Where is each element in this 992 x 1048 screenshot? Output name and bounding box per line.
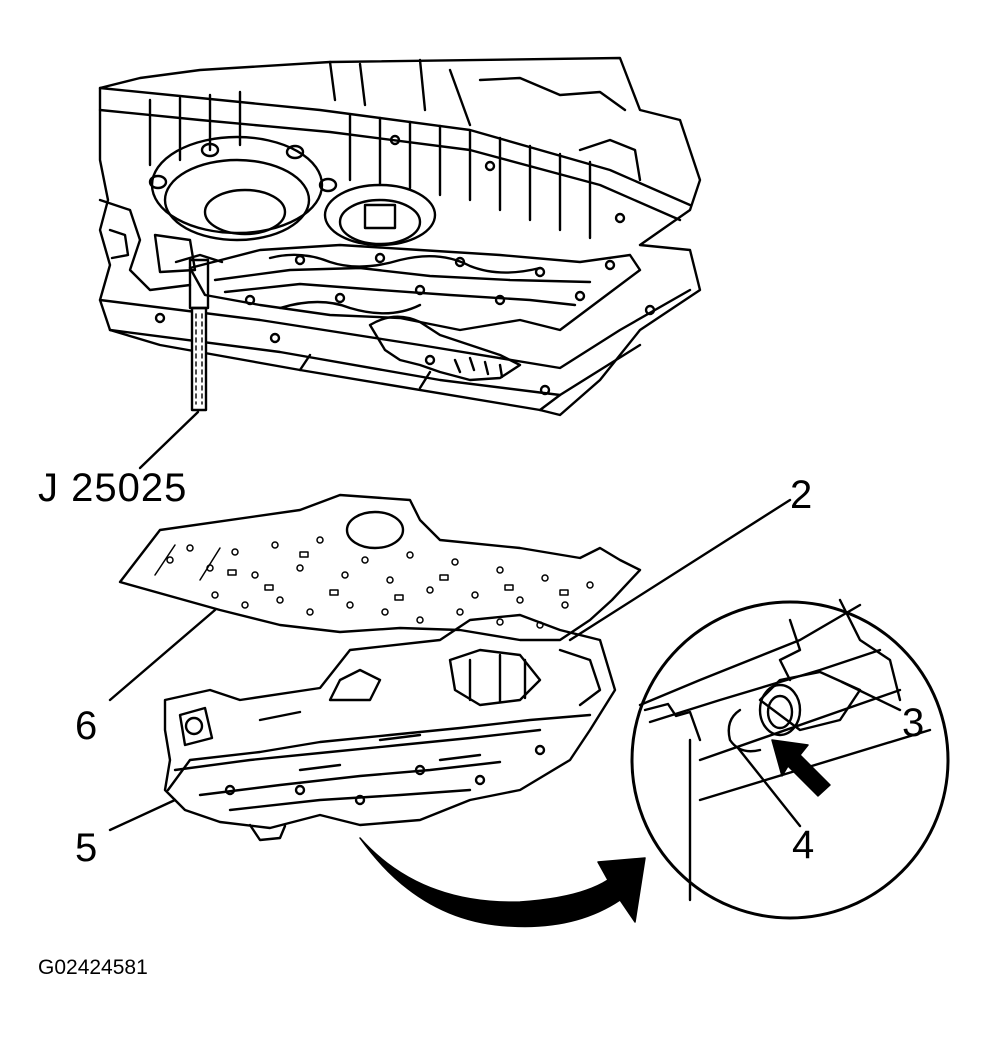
callout-4-leader-line	[736, 746, 802, 828]
callout-6: 6	[75, 704, 98, 748]
figure-id: G02424581	[38, 956, 148, 979]
detail-pointer-arrow	[771, 739, 831, 797]
tool-j25025-guide-pin	[174, 253, 224, 412]
valve-body-leader-line	[108, 798, 177, 832]
spacer-plate	[118, 493, 642, 642]
callout-5: 5	[75, 826, 98, 870]
transmission-case-upper	[98, 56, 702, 417]
callout-2: 2	[790, 473, 813, 517]
tool-leader-line	[138, 410, 200, 470]
spacer-plate-holes	[166, 536, 594, 629]
valve-body-leader-line-2	[568, 498, 792, 642]
detail-magnifier	[630, 598, 950, 920]
callout-3: 3	[902, 701, 925, 745]
callout-3-leader-line	[840, 680, 902, 712]
spacer-plate-leader-line	[108, 608, 217, 702]
valve-body	[163, 613, 617, 842]
tool-label: J 25025	[38, 466, 188, 510]
detail-arrow	[359, 837, 646, 928]
callout-4: 4	[792, 823, 815, 867]
